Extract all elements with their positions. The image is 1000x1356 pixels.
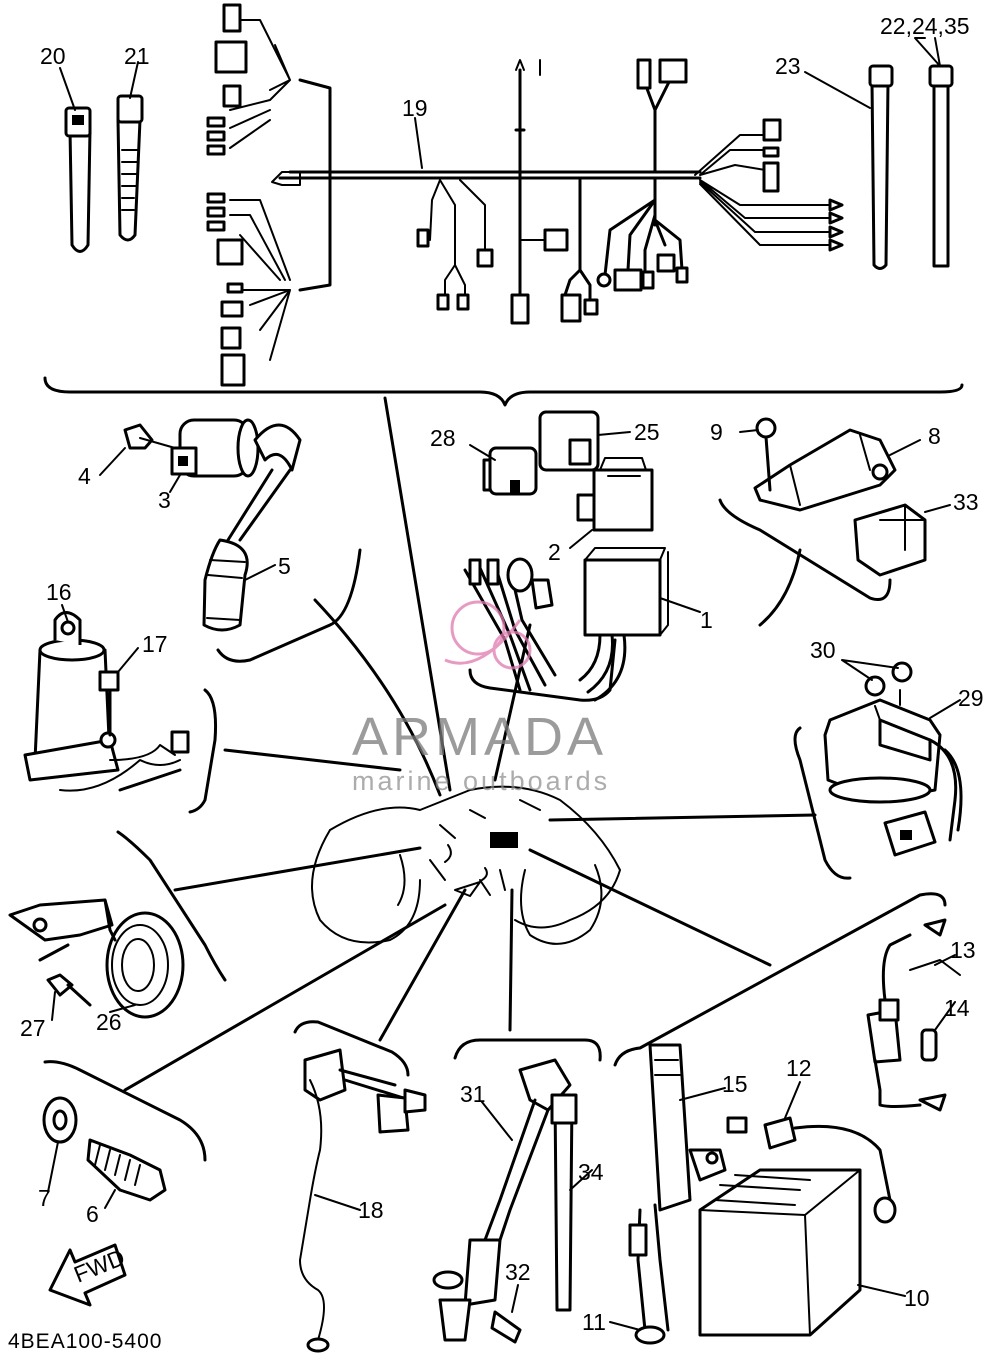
part-label-15: 15 <box>722 1071 748 1097</box>
brace-horn <box>116 830 227 982</box>
neutral-switch-group <box>42 1096 167 1202</box>
brace-horn-fastener <box>38 943 70 962</box>
part-label-11: 11 <box>582 1309 606 1335</box>
battery-group <box>628 1043 897 1345</box>
part-label-20: 20 <box>40 43 66 69</box>
part-label-1: 1 <box>700 607 713 633</box>
brace-neutral <box>43 1060 207 1162</box>
part-label-23: 23 <box>775 53 801 79</box>
brace-starter <box>793 726 852 880</box>
watermark-brand: ARMADA <box>352 707 607 767</box>
fuse-bracket <box>909 959 961 976</box>
part-leaders <box>47 37 961 1331</box>
brace-sensor <box>293 1020 410 1077</box>
ignition-coil-group <box>123 418 302 632</box>
main-switch-group <box>23 611 190 792</box>
brace-switch <box>188 688 217 814</box>
part-label-18: 18 <box>358 1197 384 1223</box>
part-label-22-24-35: 22,24,35 <box>880 13 970 39</box>
brace-coil <box>216 548 362 663</box>
sensor-lead-group <box>299 1048 427 1353</box>
part-label-5: 5 <box>278 553 291 579</box>
part-label-28: 28 <box>430 425 456 451</box>
part-labels: 20 21 19 23 22,24,35 4 3 5 28 25 2 1 9 8… <box>20 13 984 1335</box>
part-label-29: 29 <box>958 685 984 711</box>
part-label-14: 14 <box>944 995 970 1021</box>
drawing-code: 4BEA100-5400 <box>8 1330 162 1353</box>
part-label-27: 27 <box>20 1015 46 1041</box>
rectifier-group <box>753 417 927 577</box>
part-label-19: 19 <box>402 95 428 121</box>
part-label-30: 30 <box>810 637 836 663</box>
cable-ties <box>64 64 954 270</box>
part-label-3: 3 <box>158 487 171 513</box>
part-label-26: 26 <box>96 1009 122 1035</box>
part-label-32: 32 <box>505 1259 531 1285</box>
fwd-arrow: FWD <box>48 1243 128 1307</box>
armada-logo-icon <box>444 600 532 670</box>
part-label-25: 25 <box>634 419 660 445</box>
wire-harness <box>206 3 844 387</box>
horn-group <box>8 898 185 1019</box>
part-label-31: 31 <box>460 1081 486 1107</box>
brace-sender <box>453 1038 602 1062</box>
part-label-8: 8 <box>928 423 941 449</box>
leader-lines <box>123 396 817 1092</box>
part-label-9: 9 <box>710 419 723 445</box>
bike-outline <box>311 785 621 945</box>
part-label-12: 12 <box>786 1055 812 1081</box>
brace-relay <box>468 638 617 702</box>
part-label-6: 6 <box>86 1201 99 1227</box>
sender-group <box>432 1058 578 1344</box>
part-label-33: 33 <box>953 489 979 515</box>
starter-relay-group <box>823 661 963 857</box>
fuse-group <box>866 918 947 1112</box>
armada-watermark: ARMADA marine outboards <box>352 600 610 796</box>
part-label-17: 17 <box>142 631 168 657</box>
part-label-34: 34 <box>578 1159 604 1185</box>
brace-rectifier <box>718 498 892 601</box>
brace-relay-right <box>758 548 802 627</box>
part-label-7: 7 <box>38 1185 51 1211</box>
part-label-10: 10 <box>904 1285 930 1311</box>
brace-battery <box>613 892 947 1067</box>
part-label-2: 2 <box>548 539 561 565</box>
part-label-16: 16 <box>46 579 72 605</box>
part-label-13: 13 <box>950 937 976 963</box>
part-label-21: 21 <box>124 43 150 69</box>
part-label-4: 4 <box>78 463 91 489</box>
watermark-tagline: marine outboards <box>352 766 610 796</box>
harness-brace <box>43 376 964 407</box>
